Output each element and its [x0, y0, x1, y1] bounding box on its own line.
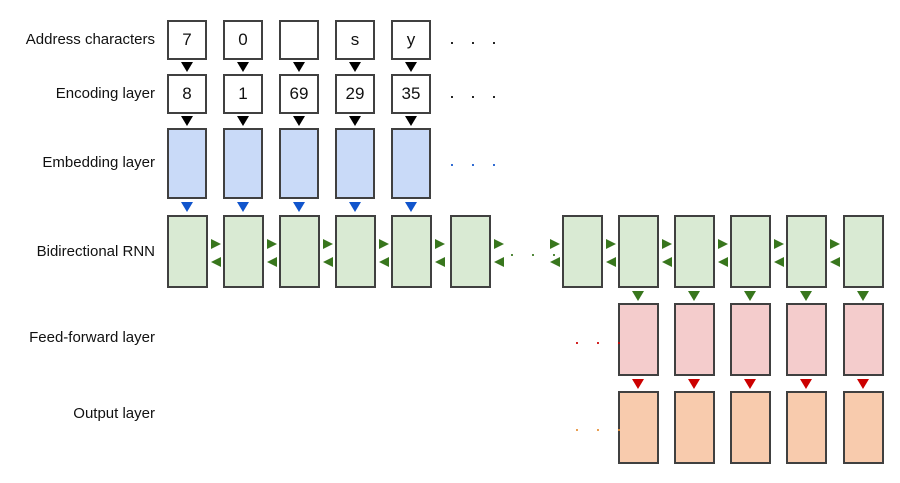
row-label-address: Address characters: [25, 31, 155, 48]
arrow-left-icon: [550, 257, 560, 267]
rnn-cell: [786, 215, 827, 288]
row-label-embedding: Embedding layer: [42, 154, 155, 171]
rnn-cell: [335, 215, 376, 288]
arrow-left-icon: [267, 257, 277, 267]
address-char-box: 7: [167, 20, 207, 60]
feedforward-cell: [674, 303, 715, 376]
rnn-cell: [223, 215, 264, 288]
output-cell: [786, 391, 827, 464]
arrow-left-icon: [606, 257, 616, 267]
address-char-box: y: [391, 20, 431, 60]
rnn-cell: [450, 215, 491, 288]
encoding-box: 8: [167, 74, 207, 114]
arrow-down-icon: [800, 379, 812, 389]
arrow-down-icon: [405, 116, 417, 126]
encoding-box: 35: [391, 74, 431, 114]
arrow-left-icon: [830, 257, 840, 267]
arrow-down-icon: [632, 379, 644, 389]
arrow-down-icon: [181, 62, 193, 72]
feedforward-cell: [843, 303, 884, 376]
output-cell: [674, 391, 715, 464]
arrow-left-icon: [718, 257, 728, 267]
arrow-down-icon: [293, 62, 305, 72]
arrow-left-icon: [662, 257, 672, 267]
rnn-cell: [843, 215, 884, 288]
arrow-down-icon: [293, 202, 305, 212]
address-char-box: 0: [223, 20, 263, 60]
embedding-cell: [279, 128, 319, 199]
arrow-down-icon: [857, 291, 869, 301]
address-char-box: s: [335, 20, 375, 60]
arrow-left-icon: [774, 257, 784, 267]
arrow-right-icon: [379, 239, 389, 249]
rnn-cell: [674, 215, 715, 288]
arrow-left-icon: [494, 257, 504, 267]
output-cell: [843, 391, 884, 464]
arrow-right-icon: [494, 239, 504, 249]
row-label-output: Output layer: [73, 405, 155, 422]
rnn-cell: [391, 215, 432, 288]
arrow-right-icon: [830, 239, 840, 249]
row-label-feedforward: Feed-forward layer: [29, 329, 155, 346]
rnn-cell: [167, 215, 208, 288]
encoding-box: 1: [223, 74, 263, 114]
arrow-left-icon: [435, 257, 445, 267]
address-ellipsis: · · ·: [449, 32, 502, 52]
arrow-down-icon: [349, 62, 361, 72]
embedding-cell: [167, 128, 207, 199]
feedforward-cell: [618, 303, 659, 376]
arrow-left-icon: [211, 257, 221, 267]
rnn-cell: [562, 215, 603, 288]
arrow-down-icon: [349, 116, 361, 126]
arrow-right-icon: [774, 239, 784, 249]
feedforward-cell: [786, 303, 827, 376]
arrow-right-icon: [606, 239, 616, 249]
output-ellipsis: · · ·: [574, 419, 627, 439]
row-label-encoding: Encoding layer: [55, 85, 155, 102]
arrow-left-icon: [379, 257, 389, 267]
arrow-down-icon: [632, 291, 644, 301]
encoding-ellipsis: · · ·: [449, 86, 502, 106]
feedforward-ellipsis: · · ·: [574, 332, 627, 352]
arrow-down-icon: [405, 202, 417, 212]
arrow-left-icon: [323, 257, 333, 267]
address-char-box: [279, 20, 319, 60]
rnn-cell: [279, 215, 320, 288]
arrow-down-icon: [181, 202, 193, 212]
encoding-box: 29: [335, 74, 375, 114]
feedforward-cell: [730, 303, 771, 376]
arrow-right-icon: [267, 239, 277, 249]
arrow-down-icon: [857, 379, 869, 389]
rnn-cell: [618, 215, 659, 288]
arrow-down-icon: [181, 116, 193, 126]
rnn-ellipsis: · · ·: [509, 244, 562, 264]
arrow-right-icon: [211, 239, 221, 249]
arrow-down-icon: [800, 291, 812, 301]
embedding-cell: [223, 128, 263, 199]
arrow-down-icon: [744, 379, 756, 389]
arrow-right-icon: [323, 239, 333, 249]
rnn-cell: [730, 215, 771, 288]
arrow-down-icon: [237, 202, 249, 212]
output-cell: [730, 391, 771, 464]
arrow-down-icon: [237, 116, 249, 126]
arrow-down-icon: [237, 62, 249, 72]
arrow-down-icon: [688, 379, 700, 389]
arrow-down-icon: [349, 202, 361, 212]
arrow-down-icon: [293, 116, 305, 126]
arrow-right-icon: [662, 239, 672, 249]
embedding-cell: [335, 128, 375, 199]
arrow-right-icon: [550, 239, 560, 249]
arrow-right-icon: [435, 239, 445, 249]
arrow-down-icon: [744, 291, 756, 301]
row-label-rnn: Bidirectional RNN: [36, 243, 155, 260]
encoding-box: 69: [279, 74, 319, 114]
arrow-right-icon: [718, 239, 728, 249]
output-cell: [618, 391, 659, 464]
arrow-down-icon: [405, 62, 417, 72]
embedding-cell: [391, 128, 431, 199]
arrow-down-icon: [688, 291, 700, 301]
embedding-ellipsis: · · ·: [449, 154, 502, 174]
